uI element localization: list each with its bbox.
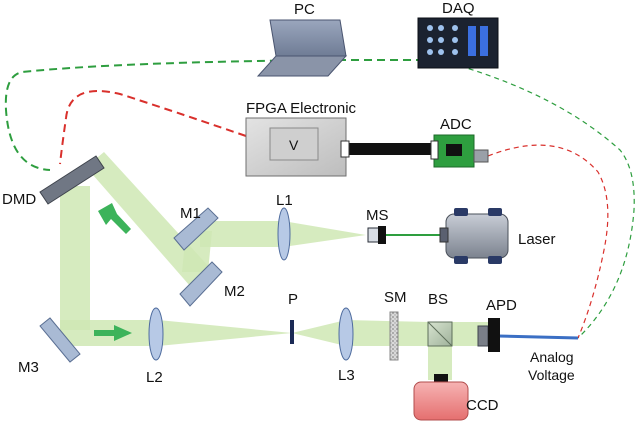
daq-ports [427, 25, 458, 55]
beam-p-l3 [292, 320, 346, 346]
bs-diagonal [427, 321, 453, 347]
apd-mount [477, 325, 489, 347]
beam-arrows [94, 203, 132, 341]
pc-base [256, 55, 348, 77]
arrow-diagonal-to-dmd [98, 203, 131, 234]
m3-mirror [39, 317, 81, 363]
fpga-screen-text: V [289, 137, 299, 153]
mirror-m3: M3 [18, 317, 81, 376]
lens-l2: L2 [146, 307, 164, 386]
apd: APD [477, 297, 517, 352]
beam-paths [60, 152, 490, 380]
apd-detector [488, 318, 500, 352]
laser-label: Laser [518, 231, 556, 248]
beam-bs-ccd [428, 342, 452, 380]
sm: SM [384, 289, 407, 361]
l1-lens [277, 207, 291, 261]
apd-cable [497, 334, 579, 340]
l2-label: L2 [146, 369, 163, 386]
fpga-adc-cable [348, 143, 434, 155]
laser-aperture [439, 227, 449, 243]
m1-mirror [173, 207, 219, 251]
laser-foot-tl [454, 208, 468, 216]
green-dashed-link-analog [459, 65, 635, 339]
fpga-port [340, 140, 350, 158]
ms-label: MS [366, 207, 389, 224]
sm-label: SM [384, 289, 407, 306]
fpga-screen [269, 127, 319, 161]
analog-voltage: Analog Voltage [528, 349, 575, 383]
daq-label: DAQ [442, 0, 475, 17]
daq: DAQ [417, 0, 499, 69]
lens-l1: L1 [276, 192, 293, 261]
adc-port [430, 140, 439, 160]
adc-chip [446, 144, 462, 156]
sm-element [389, 311, 399, 361]
red-dashed-link-adc-analog [487, 144, 609, 339]
bs: BS [427, 291, 453, 347]
apd-label: APD [486, 297, 517, 314]
laser: Laser [439, 208, 556, 264]
mirror-m2: M2 [179, 261, 245, 307]
m3-label: M3 [18, 359, 39, 376]
daq-slot-1 [468, 26, 476, 56]
dmd-mirror [39, 155, 105, 205]
beam-dmd-m3 [60, 186, 90, 330]
m1-label: M1 [180, 205, 201, 222]
beam-ms-l1 [283, 221, 366, 247]
beam-l3-bs [346, 320, 430, 346]
laser-body [445, 213, 509, 259]
l3-lens [338, 307, 354, 361]
laser-foot-tr [488, 208, 502, 216]
beam-l1-m1 [200, 221, 283, 247]
fpga-electronic: V FPGA Electronic [245, 100, 357, 177]
l3-label: L3 [338, 367, 355, 384]
m2-label: M2 [224, 283, 245, 300]
laser-foot-bl [454, 256, 468, 264]
daq-slot-2 [480, 26, 488, 56]
ms-tip [378, 226, 386, 244]
beam-m2-dmd [86, 152, 210, 286]
ccd: CCD [413, 374, 499, 421]
p-label: P [288, 291, 298, 308]
m2-mirror [179, 261, 223, 307]
dmd-label: DMD [2, 191, 36, 208]
arrow-right-to-l2 [94, 325, 132, 341]
fpga-label: FPGA Electronic [246, 100, 357, 117]
adc-connector [473, 149, 489, 163]
ms: MS [366, 207, 389, 244]
adc: ADC [430, 116, 489, 168]
pinhole-p: P [288, 291, 298, 344]
l1-label: L1 [276, 192, 293, 209]
green-dashed-link-dmd [4, 59, 331, 171]
analog-label-line2: Voltage [528, 367, 575, 383]
ccd-label: CCD [466, 397, 499, 414]
analog-label-line1: Analog [530, 349, 574, 365]
pc-label: PC [294, 1, 315, 18]
pc-screen [269, 19, 347, 57]
adc-label: ADC [440, 116, 472, 133]
dmd: DMD [2, 155, 105, 208]
pc: PC [256, 1, 348, 77]
bs-label: BS [428, 291, 448, 308]
lens-l3: L3 [338, 307, 355, 384]
beam-l2-p [158, 320, 292, 346]
ccd-lens-mount [434, 374, 448, 384]
ccd-body [413, 381, 469, 421]
p-pinhole [290, 320, 294, 344]
mirror-m1: M1 [173, 205, 219, 251]
l2-lens [148, 307, 164, 361]
laser-foot-br [488, 256, 502, 264]
red-dashed-link-fpga-dmd [59, 90, 247, 165]
